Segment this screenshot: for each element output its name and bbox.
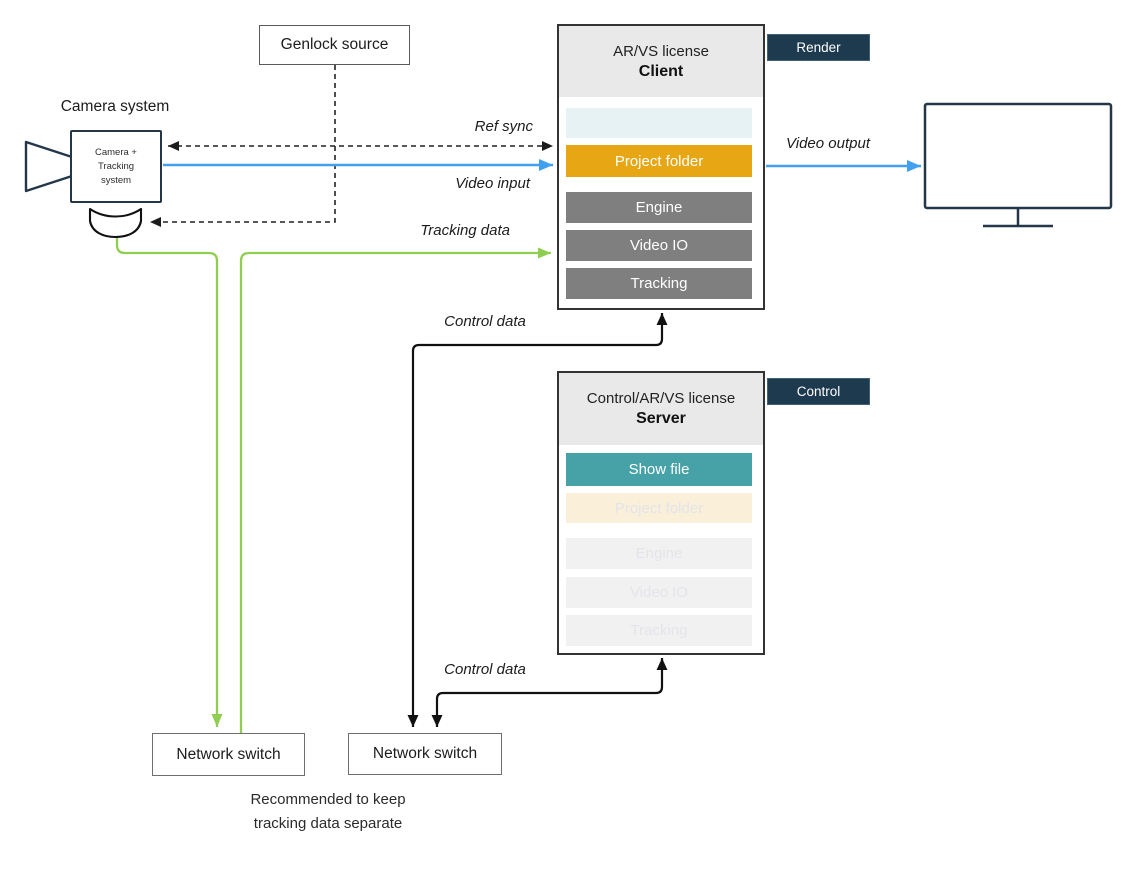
server-band-tracking: Tracking [566, 615, 752, 646]
network-switch-2-label: Network switch [372, 745, 478, 762]
control-data-arrow-2 [431, 658, 668, 727]
client-box: AR/VS license Client Project folder Engi… [557, 24, 765, 310]
camera-body-line2: Tracking [97, 160, 135, 172]
video-input-label: Video input [455, 175, 530, 192]
server-band-engine: Engine [566, 538, 752, 569]
note-line2: tracking data separate [253, 815, 403, 832]
server-license-label: Control/AR/VS license [586, 390, 736, 407]
server-band-show-file: Show file [566, 453, 752, 486]
camera-body: Camera + Tracking system [70, 130, 162, 203]
note-text: Recommended to keep tracking data separa… [218, 788, 438, 836]
control-data-arrow-1 [407, 313, 668, 727]
client-band-engine: Engine [566, 192, 752, 223]
client-band-tracking: Tracking [566, 268, 752, 299]
tracking-data-label: Tracking data [420, 222, 510, 239]
camera-tracker-icon [88, 207, 143, 239]
control-tag: Control [767, 378, 870, 405]
client-band-empty [566, 108, 752, 138]
client-role-label: Client [638, 62, 684, 80]
genlock-source-box: Genlock source [259, 25, 410, 65]
client-header: AR/VS license Client [559, 26, 763, 97]
client-band-project-folder: Project folder [566, 145, 752, 177]
network-switch-1: Network switch [152, 733, 305, 776]
note-line1: Recommended to keep [250, 791, 406, 808]
network-switch-2: Network switch [348, 733, 502, 775]
render-tag: Render [767, 34, 870, 61]
camera-system-label: Camera system [60, 98, 170, 115]
control-data-label-top: Control data [444, 313, 526, 330]
ref-sync-label: Ref sync [474, 118, 533, 135]
video-output-label: Video output [786, 135, 870, 152]
monitor-icon [923, 102, 1113, 228]
server-box: Control/AR/VS license Server Show file P… [557, 371, 765, 655]
server-header: Control/AR/VS license Server [559, 373, 763, 445]
genlock-sync-line [150, 65, 336, 227]
server-role-label: Server [636, 410, 686, 427]
server-band-video-io: Video IO [566, 577, 752, 608]
camera-body-line1: Camera + [95, 146, 137, 158]
camera-lens-icon [24, 140, 74, 193]
network-switch-1-label: Network switch [176, 745, 281, 763]
tracking-data-arrow [239, 247, 551, 733]
camera-body-line3: system [100, 174, 132, 186]
control-data-label-bottom: Control data [444, 661, 526, 678]
genlock-source-label: Genlock source [280, 36, 389, 53]
tracking-to-switch-arrow [115, 234, 223, 727]
server-band-project-folder: Project folder [566, 493, 752, 523]
client-license-label: AR/VS license [613, 42, 709, 60]
client-band-video-io: Video IO [566, 230, 752, 261]
